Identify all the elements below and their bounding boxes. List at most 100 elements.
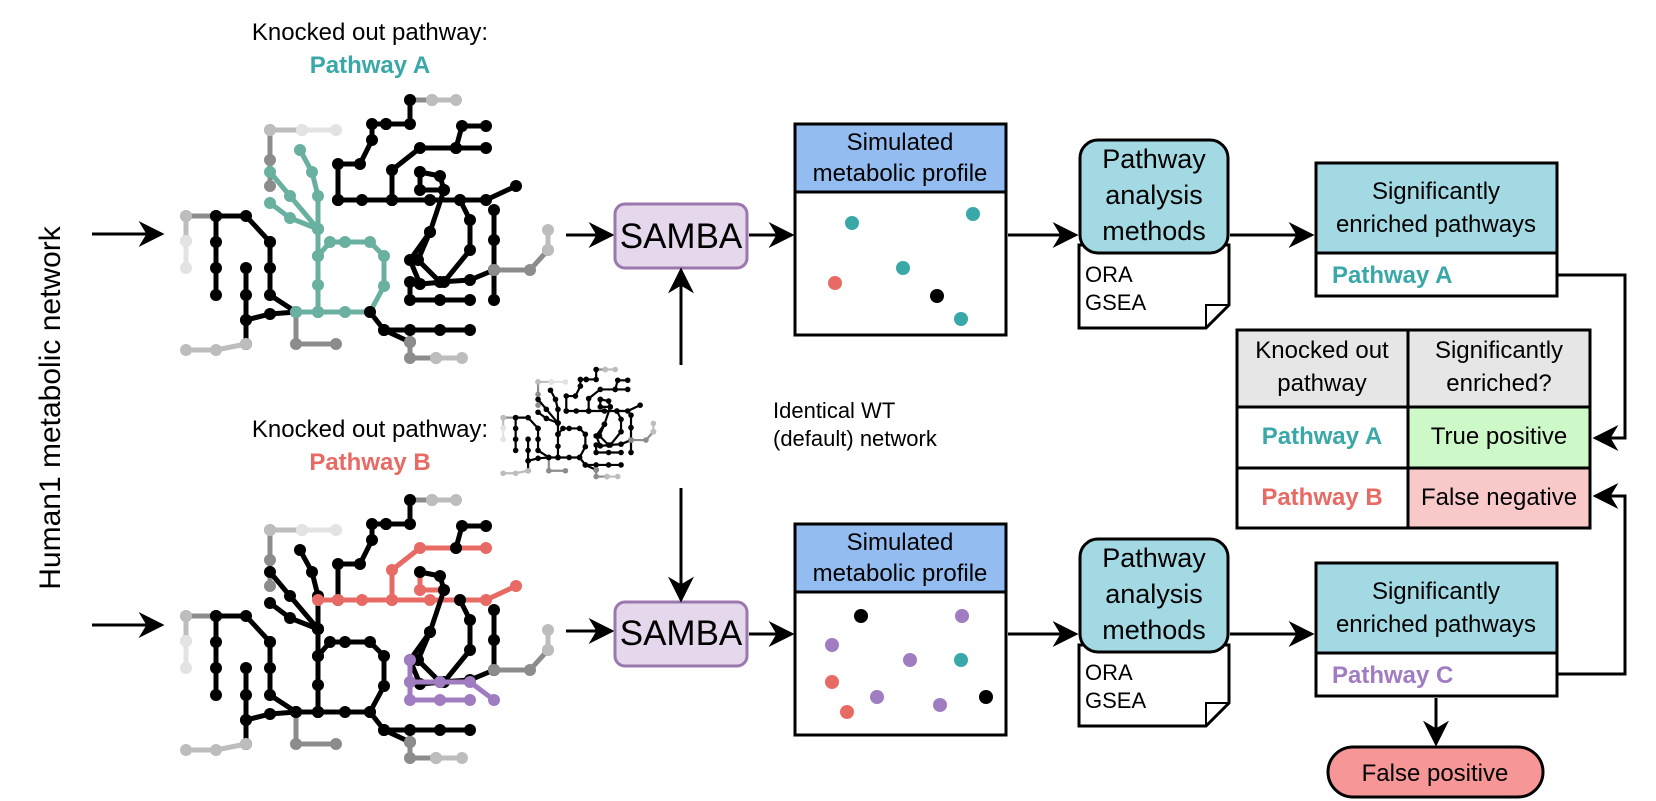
network-node [555, 406, 561, 413]
network-node [512, 436, 519, 443]
network-node [404, 324, 416, 336]
network-node [542, 644, 554, 656]
network-node [404, 118, 416, 130]
network-node [456, 752, 468, 764]
network-node [366, 118, 378, 130]
network-node [555, 420, 561, 426]
network-node [618, 441, 624, 448]
network-edge [549, 389, 560, 425]
profile-dot [954, 653, 968, 667]
network-node [290, 738, 302, 750]
network-node [240, 289, 252, 301]
network-node [618, 428, 624, 435]
network-node [597, 396, 604, 403]
network-node [577, 376, 584, 383]
profile-title-b-line1: Simulated [847, 529, 954, 556]
network-node [560, 425, 566, 432]
network-node [542, 624, 554, 636]
network-node [480, 120, 492, 132]
network-node [535, 409, 541, 416]
network-node [593, 442, 599, 448]
network-node [312, 223, 324, 235]
network-node [542, 224, 554, 236]
network-node [601, 421, 608, 428]
samba-label-a: SAMBA [620, 217, 743, 256]
network-node [424, 226, 436, 238]
network-edge [595, 409, 623, 447]
network-node [210, 610, 222, 622]
network-node [378, 280, 390, 292]
network-node [562, 467, 569, 474]
network-node [210, 262, 222, 274]
network-node [404, 276, 416, 288]
methods-a-line2: analysis [1105, 180, 1203, 210]
network-node [607, 404, 614, 410]
network-node [593, 467, 599, 473]
network-node [582, 431, 589, 438]
network-edge [407, 597, 473, 687]
network-node [290, 306, 302, 318]
profile-dot [825, 675, 839, 689]
network-node [456, 120, 468, 132]
enriched-title-b-line1: Significantly [1372, 578, 1500, 605]
network-node [480, 142, 492, 154]
network-node [535, 396, 541, 403]
network-node [624, 386, 631, 393]
network-node [524, 264, 536, 276]
knockout-label-b: Knocked out pathway: [252, 416, 488, 443]
network-node [650, 428, 657, 435]
network-node [264, 524, 276, 536]
network-node [414, 142, 426, 154]
profile-dot [903, 653, 917, 667]
network-node [535, 425, 541, 432]
network-node [414, 584, 426, 596]
network-node [464, 274, 476, 286]
network-node [386, 594, 398, 606]
enriched-title-b-line2: enriched pathways [1336, 611, 1536, 638]
network-node [525, 447, 531, 454]
network-node [264, 636, 276, 648]
network-edge [556, 427, 587, 459]
network-node [339, 636, 351, 648]
table-header-col2-line2: enriched? [1446, 370, 1551, 397]
network-edge [267, 239, 299, 315]
network-edge [297, 547, 321, 632]
network-node [312, 250, 324, 262]
network-node [324, 236, 336, 248]
methods-doc-b-line1: ORA [1085, 660, 1133, 685]
network-node [593, 462, 599, 468]
network-edge [407, 279, 473, 303]
network-node [566, 454, 572, 461]
network-node [593, 473, 599, 480]
network-node [380, 118, 392, 130]
table-header-col1-line2: pathway [1277, 370, 1366, 397]
methods-doc-a: ORA GSEA [1077, 243, 1231, 330]
network-node [612, 386, 619, 393]
network-node [240, 689, 252, 701]
network-node [264, 689, 276, 701]
methods-b-line3: methods [1102, 615, 1206, 645]
network-node [464, 614, 476, 626]
network-node [643, 437, 649, 443]
network-node [577, 383, 584, 389]
network-node [180, 344, 192, 356]
profile-title-b-line2: metabolic profile [813, 560, 988, 587]
network-node [464, 644, 476, 656]
network-node [330, 524, 342, 536]
network-node [450, 494, 462, 506]
network-node [438, 184, 450, 196]
network-node [597, 386, 604, 393]
network-node [290, 706, 302, 718]
network-edge [407, 197, 473, 287]
network-node [572, 393, 579, 399]
network-node [264, 554, 276, 566]
network-node [618, 449, 624, 456]
network-node [306, 566, 318, 578]
network-node [480, 542, 492, 554]
network-node [332, 194, 344, 206]
network-node [332, 594, 344, 606]
network-node [296, 124, 308, 136]
network-graph-a [180, 94, 554, 364]
network-node [284, 212, 296, 224]
network-node [618, 462, 624, 468]
